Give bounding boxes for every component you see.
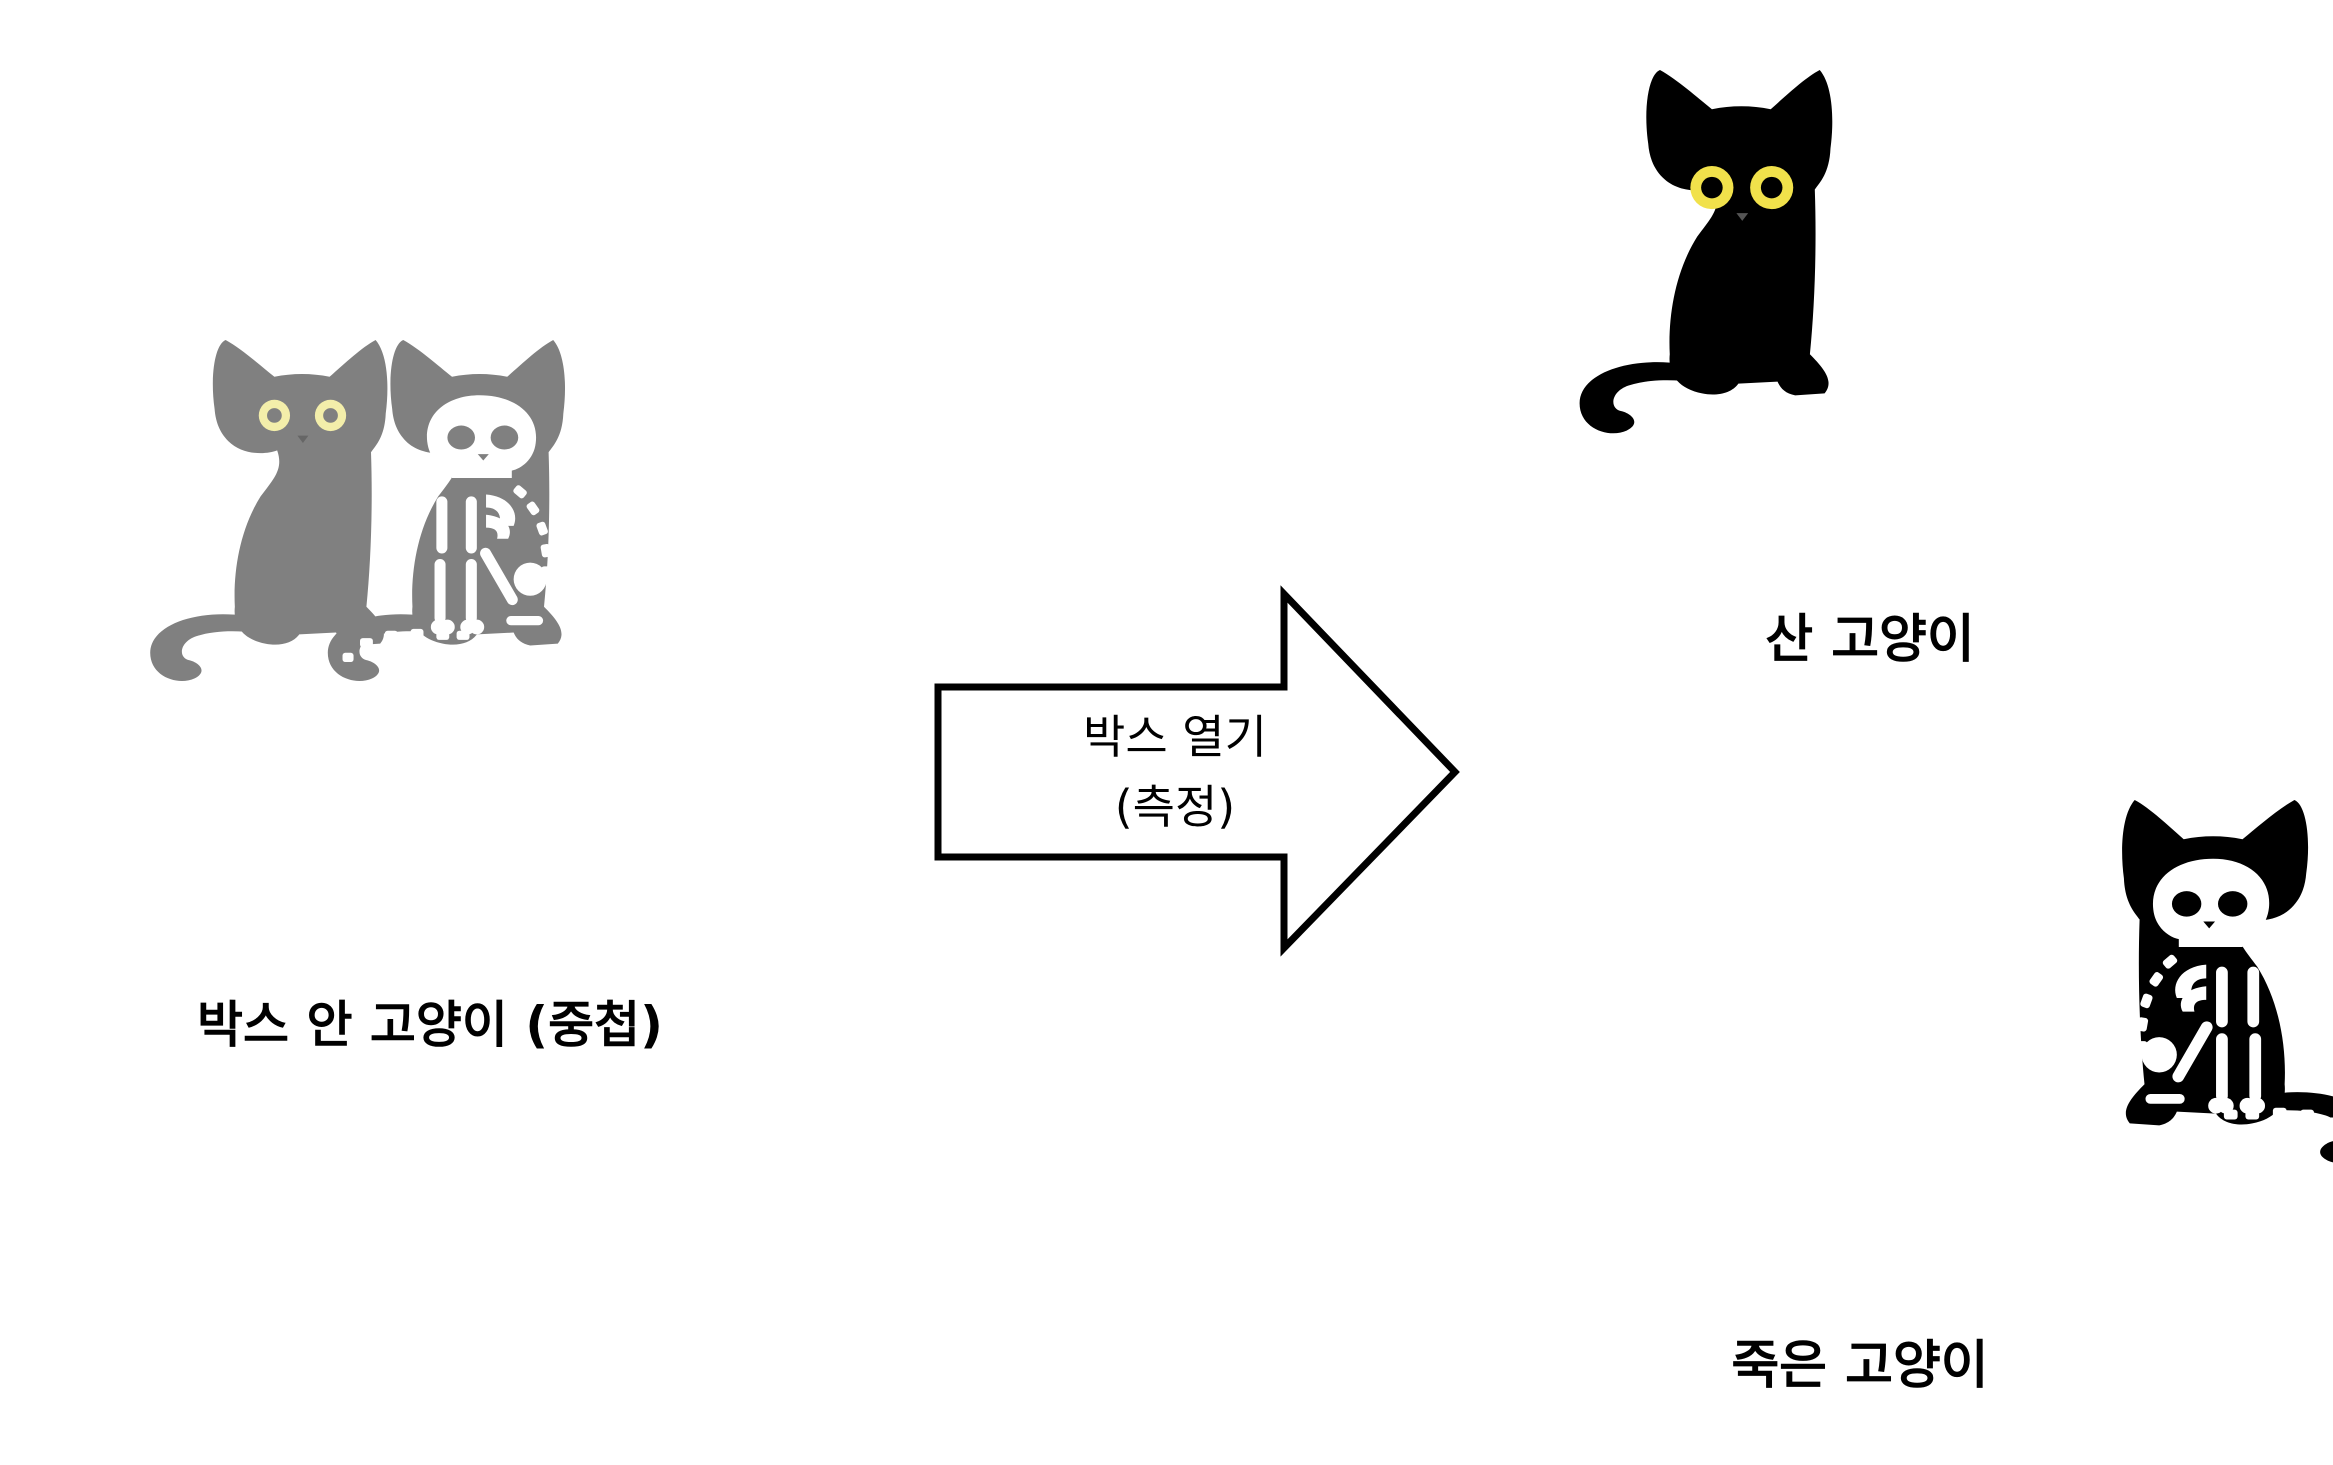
- alive-cat-nose: [1736, 213, 1749, 221]
- dead-cat-label: 죽은 고양이: [1731, 1336, 1989, 1396]
- superposed-skull-eye-right: [490, 425, 519, 450]
- superposed-skeleton-cat-icon: [327, 340, 566, 682]
- superposed-skull-nose: [477, 454, 489, 461]
- dead-skull-eye-right: [2171, 891, 2202, 917]
- dead-cat-icon: [2122, 800, 2333, 1164]
- alive-cat-label: 산 고양이: [1765, 610, 1975, 670]
- measurement-label-line1: 박스 열기: [1083, 710, 1267, 764]
- superposed-alive-cat-icon: [150, 340, 388, 682]
- dead-skull-eye-left: [2218, 891, 2248, 917]
- alive-cat-icon: [1579, 70, 1833, 434]
- superposed-alive-cat-pupil-right: [323, 408, 338, 423]
- dead-skull-nose: [2203, 921, 2216, 929]
- alive-cat-pupil-left: [1701, 176, 1723, 199]
- superposed-cats: [150, 340, 566, 682]
- right-arrow-icon: [934, 585, 1460, 957]
- superposition-label: 박스 안 고양이 (중첩): [197, 996, 663, 1054]
- measurement-label-line2: (측정): [1114, 780, 1236, 834]
- superposed-alive-cat-pupil-left: [267, 408, 282, 423]
- superposed-alive-cat-nose: [297, 435, 309, 444]
- alive-cat-body: [1579, 70, 1833, 434]
- alive-cat-pupil-right: [1760, 176, 1783, 199]
- superposed-skull-eye-left: [447, 425, 475, 450]
